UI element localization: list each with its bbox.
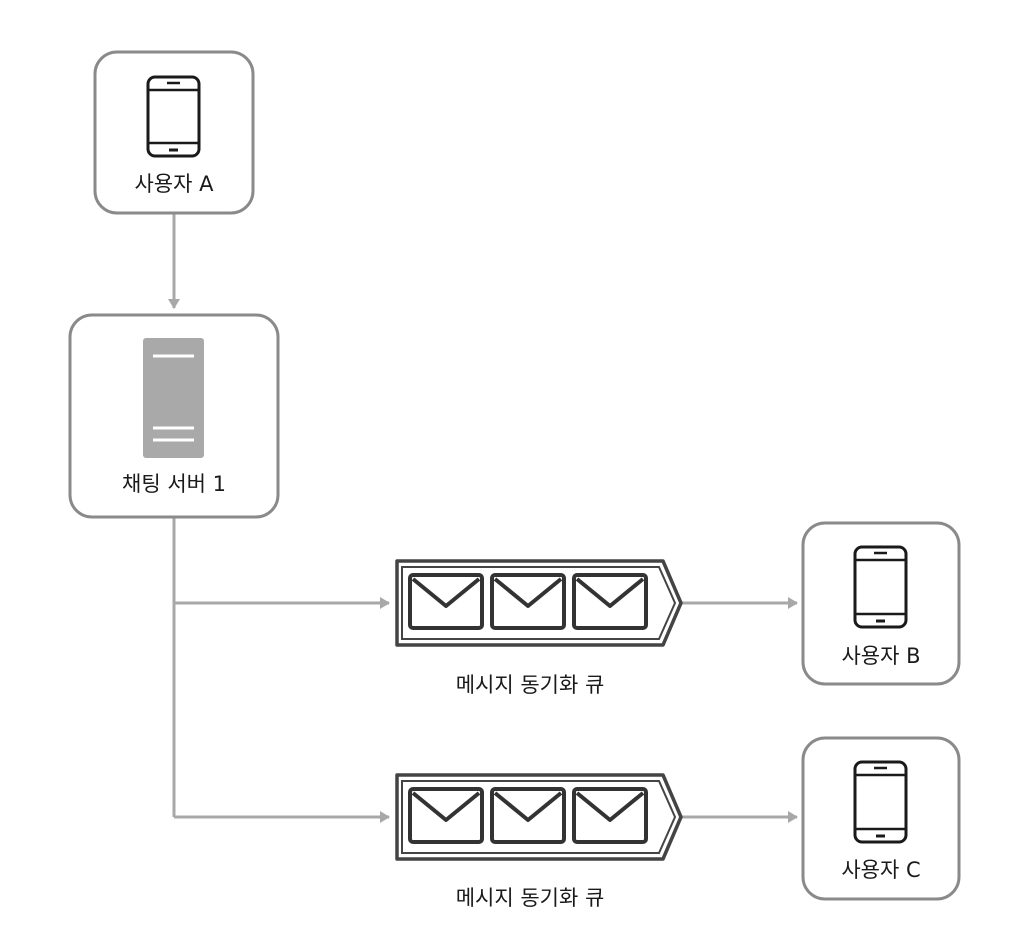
- envelope-icon: [408, 573, 484, 630]
- envelope-icon: [490, 573, 566, 630]
- smartphone-icon: [146, 75, 201, 158]
- connectors: [168, 213, 798, 823]
- queue-outline: [395, 559, 683, 647]
- user-a-label: 사용자 A: [134, 172, 214, 196]
- smartphone-icon: [853, 545, 908, 629]
- node-user-c: 사용자 C: [801, 736, 961, 901]
- user-c-label: 사용자 C: [841, 858, 920, 882]
- node-user-b: 사용자 B: [801, 521, 961, 686]
- smartphone-icon: [853, 760, 908, 844]
- envelope-icon: [572, 573, 648, 630]
- envelope-icon: [572, 787, 648, 844]
- queue-2-label: 메시지 동기화 큐: [456, 886, 605, 910]
- queue-outline: [395, 773, 683, 861]
- message-sync-queue-1: 메시지 동기화 큐: [395, 559, 683, 697]
- node-user-a: 사용자 A: [93, 50, 255, 215]
- envelope-icon: [490, 787, 566, 844]
- server-icon: [143, 338, 204, 458]
- node-chat-server: 채팅 서버 1: [68, 313, 280, 519]
- message-sync-queue-2: 메시지 동기화 큐: [395, 773, 683, 910]
- queue-1-label: 메시지 동기화 큐: [456, 673, 605, 697]
- envelope-icon: [408, 787, 484, 844]
- chat-server-label: 채팅 서버 1: [122, 472, 226, 496]
- user-b-label: 사용자 B: [841, 644, 920, 668]
